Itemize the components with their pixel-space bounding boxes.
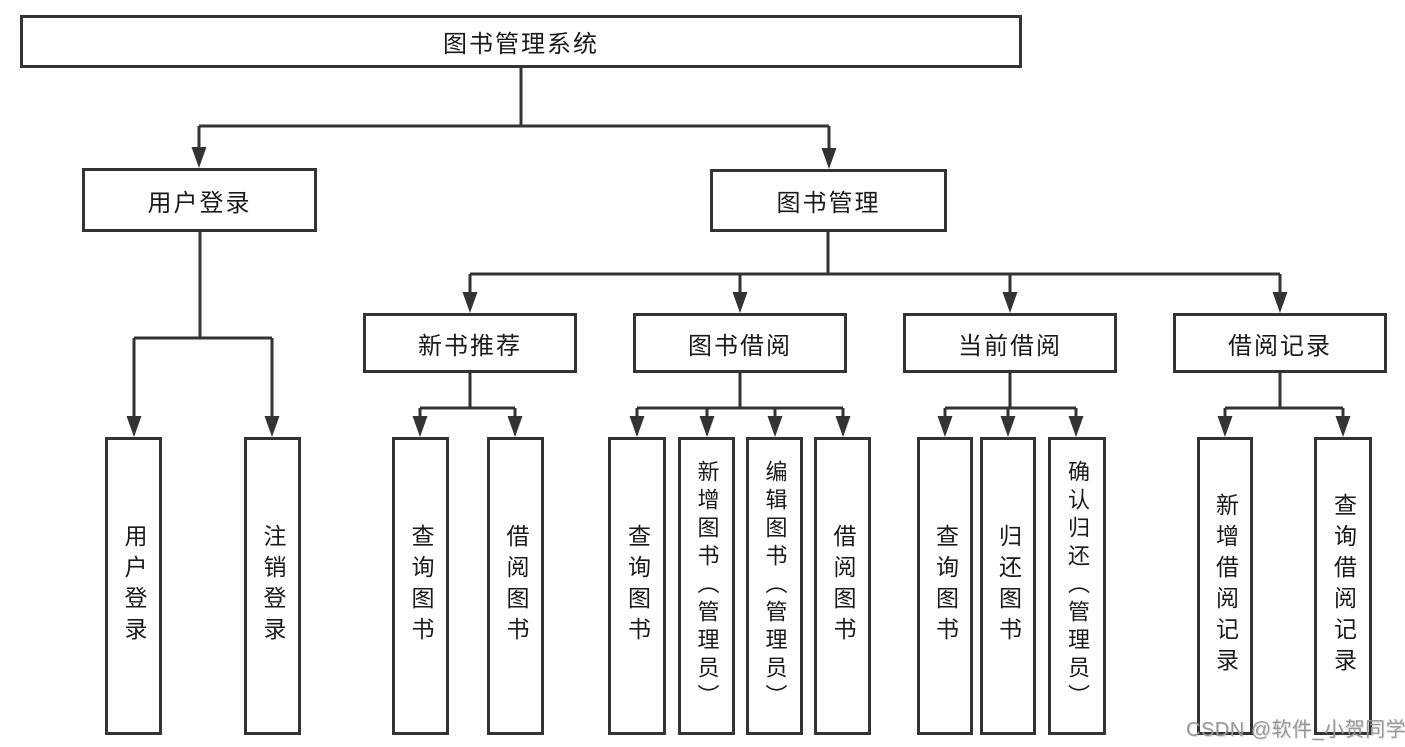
leaf-label: 编辑图书（管理员） — [762, 460, 788, 712]
leaf-query-books: 查询图书 — [608, 437, 666, 735]
node-label: 借阅记录 — [1228, 332, 1332, 360]
node-borrowing-records: 借阅记录 — [1173, 313, 1387, 373]
leaf-label: 确认归还（管理员） — [1065, 460, 1090, 712]
leaf-add-borrow-record: 新增借阅记录 — [1197, 437, 1253, 735]
node-book-management: 图书管理 — [710, 169, 947, 232]
leaf-confirm-return-admin: 确认归还（管理员） — [1048, 437, 1106, 735]
leaf-query-books: 查询图书 — [917, 437, 973, 735]
leaf-logout: 注销登录 — [244, 437, 301, 735]
leaf-label: 借阅图书 — [503, 524, 529, 648]
node-new-book-recommend: 新书推荐 — [363, 313, 577, 373]
leaf-borrow-books: 借阅图书 — [814, 437, 871, 735]
leaf-query-borrow-record: 查询借阅记录 — [1314, 437, 1372, 735]
node-library-management-system: 图书管理系统 — [20, 15, 1022, 68]
leaf-query-books: 查询图书 — [392, 437, 449, 735]
leaf-edit-books-admin: 编辑图书（管理员） — [746, 437, 803, 735]
node-label: 用户登录 — [147, 189, 252, 217]
node-label: 图书借阅 — [688, 332, 792, 360]
leaf-label: 查询图书 — [408, 524, 434, 648]
leaf-label: 用户登录 — [121, 524, 147, 648]
leaf-label: 归还图书 — [995, 524, 1022, 648]
leaf-label: 查询借阅记录 — [1330, 493, 1357, 679]
leaf-label: 新增借阅记录 — [1212, 493, 1239, 679]
leaf-label: 借阅图书 — [830, 524, 856, 648]
node-label: 当前借阅 — [958, 332, 1062, 360]
leaf-return-books: 归还图书 — [980, 437, 1036, 735]
node-label: 图书管理系统 — [443, 31, 599, 58]
leaf-label: 查询图书 — [932, 524, 959, 648]
node-book-borrowing: 图书借阅 — [633, 313, 847, 373]
leaf-label: 新增图书（管理员） — [694, 460, 720, 712]
leaf-user-login: 用户登录 — [105, 437, 162, 735]
leaf-label: 查询图书 — [624, 524, 651, 648]
leaf-borrow-books: 借阅图书 — [487, 437, 544, 735]
csdn-watermark: CSDN @软件_小贺同学 — [1186, 719, 1405, 741]
node-current-borrowing: 当前借阅 — [903, 313, 1117, 373]
leaf-add-books-admin: 新增图书（管理员） — [678, 437, 735, 735]
node-user-login: 用户登录 — [82, 168, 317, 232]
node-label: 图书管理 — [776, 190, 881, 217]
node-label: 新书推荐 — [418, 332, 522, 360]
leaf-label: 注销登录 — [260, 524, 286, 648]
